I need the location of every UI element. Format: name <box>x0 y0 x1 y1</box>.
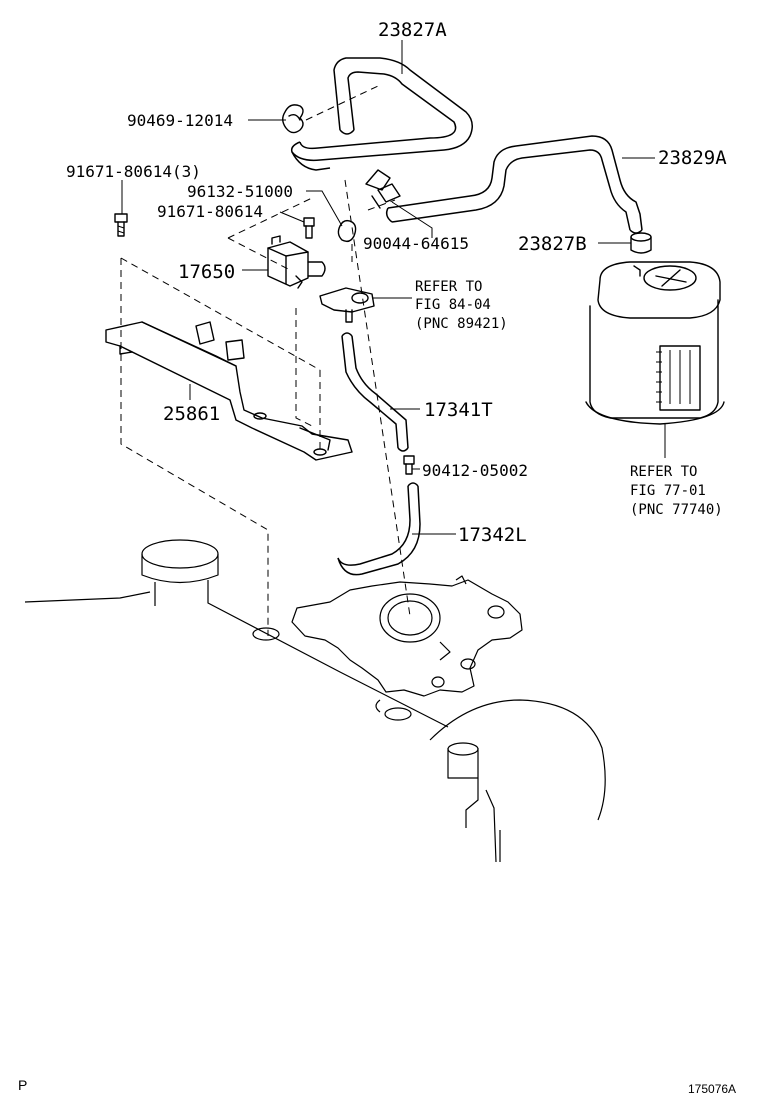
label-96132-51000: 96132-51000 <box>187 182 293 201</box>
dashed-leader-lines <box>120 85 411 636</box>
engine-outline <box>24 539 606 863</box>
cap-23827b <box>630 232 652 254</box>
hose-17341t <box>341 332 409 452</box>
clamp-96132 <box>337 219 357 243</box>
label-90469-12014: 90469-12014 <box>127 111 233 130</box>
ref-fig77-line1: REFER TO <box>630 464 697 480</box>
ref-fig77-line3: (PNC 77740) <box>630 502 723 518</box>
label-17341t: 17341T <box>424 399 493 421</box>
label-90044-64615: 90044-64615 <box>363 234 469 253</box>
label-91671-80614: 91671-80614 <box>157 202 263 221</box>
label-91671-80614-3: 91671-80614(3) <box>66 162 201 181</box>
bolt-91671-a <box>114 213 128 237</box>
callout-leader-lines <box>121 40 666 535</box>
fitting-89421 <box>319 287 375 323</box>
bracket-25861 <box>105 321 353 461</box>
label-17342l: 17342L <box>458 524 527 546</box>
label-25861: 25861 <box>163 403 220 425</box>
vsv-17650 <box>267 235 326 289</box>
label-23827a: 23827A <box>378 19 447 41</box>
footer-figure-number: 175076A <box>688 1082 737 1096</box>
footer-left-code: P <box>18 1077 28 1093</box>
hose-17342l <box>337 482 421 576</box>
bracket-90044 <box>365 169 401 209</box>
ref-fig84-line3: (PNC 89421) <box>415 316 508 332</box>
clip-90469 <box>282 104 304 134</box>
hose-23829a <box>385 135 643 234</box>
label-17650: 17650 <box>178 261 235 283</box>
ref-fig84-line2: FIG 84-04 <box>415 297 491 313</box>
label-23829a: 23829A <box>658 147 727 169</box>
connector-90412 <box>403 455 415 475</box>
bolt-91671-b <box>303 217 315 239</box>
hose-23827a <box>290 57 473 171</box>
charcoal-canister <box>585 261 725 425</box>
label-23827b: 23827B <box>518 233 587 255</box>
label-90412-05002: 90412-05002 <box>422 461 528 480</box>
ref-fig84-line1: REFER TO <box>415 279 482 295</box>
ref-fig77-line2: FIG 77-01 <box>630 483 706 499</box>
